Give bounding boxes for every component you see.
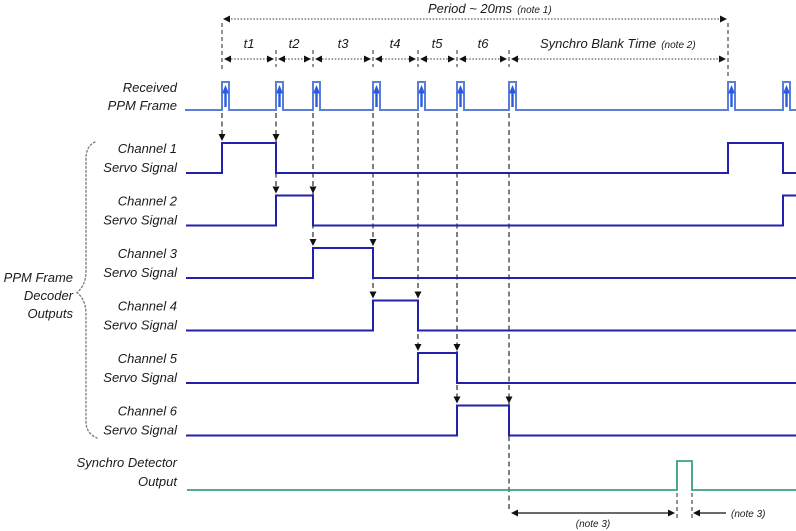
period-arrow-left-head [223, 15, 230, 23]
signal-labels: Received PPM Frame Channel 1 Servo Signa… [4, 80, 179, 489]
interval-annotations: t1 t2 t3 t4 t5 t6 Synchro Blank Time(not… [224, 36, 726, 67]
received-ppm-waveform [185, 81, 796, 111]
note3-right-head [693, 509, 700, 517]
channel3-sublabel: Servo Signal [103, 265, 178, 280]
note3-right-label: (note 3) [731, 509, 765, 520]
channel3-label: Channel 3 [118, 246, 178, 261]
bottom-annotations: (note 3) (note 3) [511, 493, 765, 530]
up-arrow-8 [728, 85, 735, 107]
head-ch6-end [505, 396, 513, 404]
up-arrow-1 [222, 85, 229, 107]
t4-label: t4 [390, 36, 401, 51]
period-arrow-right-head [720, 15, 727, 23]
head-ch4-start [369, 291, 377, 299]
channel4-waveform [186, 299, 796, 332]
received-label-line1: Received [123, 80, 178, 95]
head-ch2-end [309, 186, 317, 194]
t4-head-l [375, 55, 382, 63]
t3-head-l [315, 55, 322, 63]
channel5-waveform [186, 352, 796, 384]
drop-arrowheads [218, 134, 513, 404]
synchro-detector-label-line2: Output [138, 474, 178, 489]
head-ch5-start [414, 344, 422, 351]
head-ch5-end [453, 344, 461, 351]
ppm-pulse-up-arrows [222, 85, 790, 107]
up-arrow-4 [373, 85, 380, 107]
t3-label: t3 [338, 36, 350, 51]
t4-head-r [409, 55, 416, 63]
received-label-line2: PPM Frame [108, 98, 177, 113]
channel2-label: Channel 2 [118, 194, 178, 209]
synchro-detector-waveform [187, 460, 796, 491]
up-arrow-5 [418, 85, 425, 107]
blank-head-l [511, 55, 518, 63]
decoder-group-label-line1: PPM Frame [4, 270, 73, 285]
t5-head-l [420, 55, 427, 63]
channel5-sublabel: Servo Signal [103, 370, 178, 385]
head-ch6-start [453, 396, 461, 404]
up-arrow-2 [276, 85, 283, 107]
t1-head-r [267, 55, 274, 63]
period-annotation: Period ~ 20ms(note 1) [221, 1, 729, 77]
t5-label: t5 [432, 36, 444, 51]
blank-head-r [719, 55, 726, 63]
t1-head-l [224, 55, 231, 63]
channel1-sublabel: Servo Signal [103, 160, 178, 175]
channel5-label: Channel 5 [118, 351, 178, 366]
note3-left-label: (note 3) [576, 519, 610, 530]
decoder-group-label-line2: Decoder [24, 288, 74, 303]
channel4-sublabel: Servo Signal [103, 318, 178, 333]
up-arrow-6 [457, 85, 464, 107]
channel2-sublabel: Servo Signal [103, 213, 178, 228]
period-label: Period ~ 20ms(note 1) [428, 1, 552, 16]
t3-head-r [364, 55, 371, 63]
up-arrow-3 [313, 85, 320, 107]
channel3-waveform [186, 247, 796, 279]
up-arrow-7 [509, 85, 516, 107]
synchro-blank-label: Synchro Blank Time(note 2) [540, 36, 696, 51]
head-ch3-end [369, 239, 377, 246]
synchro-detector-label-line1: Synchro Detector [77, 455, 178, 470]
head-ch2-start [272, 186, 280, 194]
decoder-outputs-brace [75, 141, 98, 439]
t2-label: t2 [289, 36, 301, 51]
channel6-sublabel: Servo Signal [103, 423, 178, 438]
pulse-drop-lines [221, 113, 510, 510]
head-ch4-end [414, 291, 422, 299]
note3-left-head-r [668, 509, 675, 517]
t2-head-r [304, 55, 311, 63]
channel1-waveform [186, 142, 796, 174]
channel2-waveform [186, 194, 796, 227]
channel1-label: Channel 1 [118, 141, 177, 156]
head-ch3-start [309, 239, 317, 246]
channel4-label: Channel 4 [118, 299, 177, 314]
note3-left-head-l [511, 509, 518, 517]
head-ch1-end [272, 134, 280, 141]
channel6-waveform [186, 404, 796, 437]
t5-head-r [448, 55, 455, 63]
t6-head-r [500, 55, 507, 63]
channel6-label: Channel 6 [118, 404, 178, 419]
channel-waveforms [186, 142, 796, 437]
up-arrow-9 [783, 85, 790, 107]
head-ch1-start [218, 134, 226, 141]
t2-head-l [278, 55, 285, 63]
t1-label: t1 [244, 36, 255, 51]
t6-head-l [459, 55, 466, 63]
decoder-group-label-line3: Outputs [27, 306, 73, 321]
t6-label: t6 [478, 36, 490, 51]
